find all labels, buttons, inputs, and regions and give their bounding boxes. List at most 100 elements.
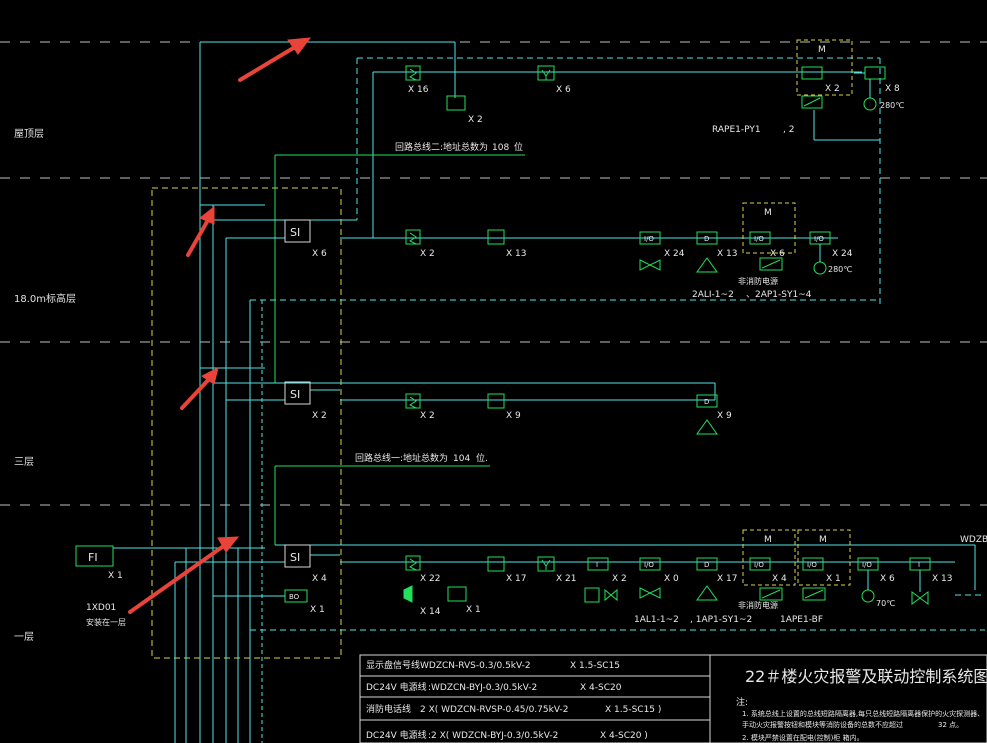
- qty-label: X 1: [826, 574, 841, 584]
- loop1-text: 回路总线一:地址总数为: [355, 452, 448, 464]
- qty-label: X 2: [420, 249, 435, 259]
- red-arrow-1: [238, 42, 302, 82]
- cable-table: [359, 654, 987, 743]
- io-label: I/O: [754, 561, 764, 569]
- f18-damper: [813, 261, 827, 275]
- floor-label-1: 一层: [14, 631, 34, 643]
- note-1-count: 32 点。: [938, 721, 963, 729]
- qty-label: X 1: [466, 605, 481, 615]
- roof-relay: [801, 95, 823, 109]
- f1-speaker: [403, 585, 413, 603]
- loop1-count: 104: [453, 454, 470, 464]
- vertical-risers: [174, 42, 374, 743]
- fi-panel-box: [75, 545, 114, 567]
- diagram-title: 22＃楼火灾报警及联动控制系统图: [745, 667, 987, 686]
- qty-label: X 2: [420, 411, 435, 421]
- cable-spec: 2 X( WDZCN-RVSP-0.45/0.75kV-2: [420, 705, 568, 715]
- qty-label: X 21: [556, 574, 576, 584]
- cable-conduit: X 1.5-SC15 ): [605, 705, 661, 715]
- f1-bus: [113, 544, 985, 631]
- red-arrow-3: [180, 376, 212, 410]
- roof-io-1: [801, 66, 823, 80]
- qty-label: X 13: [506, 249, 526, 259]
- f3-devices: [284, 381, 718, 435]
- qty-label: X 16: [408, 85, 429, 95]
- qty-label: X 0: [664, 574, 679, 584]
- cable-name: 显示盘信号线: [366, 659, 420, 671]
- red-arrow-1-head: [287, 37, 312, 55]
- qty-label: X 6: [770, 249, 785, 259]
- equipment-qty: , 2: [783, 125, 794, 135]
- roof-isolator: [405, 65, 421, 81]
- cable-name: DC24V 电源线: [366, 681, 427, 693]
- qty-label: X 13: [717, 249, 737, 259]
- wdzbn-label: WDZBN: [960, 535, 987, 545]
- f1-labels: FI X 1 1XD01 安装在一层 SI X 4 BO X 1 X 22 X …: [86, 535, 987, 627]
- fi-label: FI: [88, 551, 98, 564]
- bo-qty: X 1: [310, 605, 325, 615]
- f18-relay: [759, 257, 783, 271]
- roof-devices: [405, 39, 886, 111]
- f1-switch: [584, 587, 600, 603]
- f3-isolator: [405, 393, 421, 409]
- floor-dividers: [0, 41, 987, 506]
- f1-devices: [284, 529, 931, 605]
- qty-label: X 17: [506, 574, 526, 584]
- d-label: D: [704, 235, 709, 243]
- panel-install: 安装在一层: [86, 617, 126, 627]
- cable-spec: :WDZCN-BYJ-0.3/0.5kV-2: [428, 683, 537, 693]
- cable-spec: :2 X( WDZCN-BYJ-0.3/0.5kV-2: [428, 731, 558, 741]
- cable-conduit: X 1.5-SC15: [570, 661, 620, 671]
- io-label: I/O: [754, 235, 764, 243]
- qty-label: X 14: [420, 607, 441, 617]
- io-label: I/O: [644, 561, 654, 569]
- qty-label: X 6: [556, 85, 571, 95]
- f1-m-box-1: [742, 529, 796, 586]
- loop2-count: 108: [492, 143, 509, 153]
- nonfire-label: 非消防电源: [738, 276, 778, 286]
- f18-d-1: [696, 231, 718, 245]
- cable-conduit: X 4-SC20: [580, 683, 622, 693]
- si-qty: X 6: [312, 249, 327, 259]
- equipment-label: 1APE1-BF: [780, 615, 823, 625]
- si-label: SI: [290, 226, 300, 239]
- f1-damper: [861, 589, 875, 603]
- qty-label: X 22: [420, 574, 440, 584]
- notes-label: 注:: [736, 696, 748, 708]
- f18-valve: [639, 259, 661, 271]
- f18-devices: [284, 202, 831, 275]
- roof-m-box: [796, 39, 853, 96]
- d-label: D: [704, 398, 709, 406]
- roof-labels: M X 16 X 2 X 6 X 2 X 8 280℃ RAPE1-PY1 , …: [408, 45, 904, 135]
- f1-isolator: [405, 555, 421, 571]
- f18-m-box: [742, 202, 796, 254]
- equipment-label: 、2AP1-SY1~4: [746, 290, 812, 300]
- m-label: M: [764, 535, 772, 545]
- qty-label: X 2: [612, 574, 627, 584]
- si-qty: X 2: [312, 411, 327, 421]
- panel-id: 1XD01: [86, 603, 116, 613]
- red-arrows: [128, 37, 312, 614]
- fi-qty: X 1: [108, 571, 123, 581]
- qty-label: X 2: [468, 115, 483, 125]
- loop2-text: 回路总线二:地址总数为: [395, 141, 488, 153]
- qty-label: X 2: [825, 84, 840, 94]
- si-box-3: [284, 544, 311, 568]
- f3-labels: SI X 2 X 2 X 9 D X 9: [290, 388, 732, 421]
- f1-valve-1: [604, 588, 618, 602]
- cable-name: DC24V 电源线: [366, 729, 427, 741]
- cable-name: 消防电话线: [366, 703, 411, 715]
- red-arrow-2: [186, 218, 210, 257]
- f18-io-2: [749, 231, 771, 245]
- f18-labels: SI X 6 X 2 X 13 I/O X 24 D X 13 M I/O X …: [290, 208, 853, 300]
- f1-relay-1: [759, 587, 783, 601]
- si-box-1: [284, 219, 311, 243]
- nonfire-label: 非消防电源: [738, 600, 778, 610]
- roof-bus: [200, 41, 881, 305]
- d-label: D: [704, 561, 709, 569]
- floor-label-18m: 18.0m标高层: [14, 292, 76, 305]
- qty-label: X 24: [832, 249, 853, 259]
- f1-io-1: [639, 557, 661, 571]
- f18-io-1: [639, 231, 661, 245]
